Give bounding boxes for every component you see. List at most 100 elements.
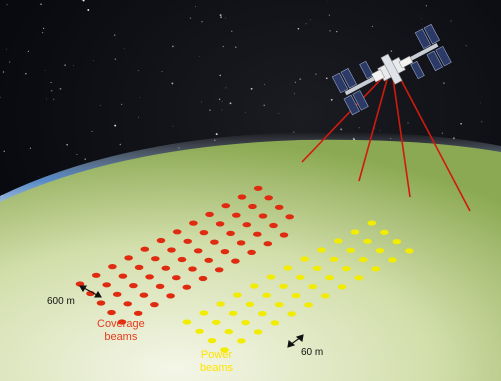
star — [235, 46, 237, 48]
star — [221, 109, 223, 111]
star — [0, 96, 1, 99]
star — [371, 25, 373, 27]
star — [38, 175, 40, 177]
star — [201, 21, 203, 23]
power-beam-spot — [241, 320, 250, 326]
coverage-beam-spot — [215, 221, 225, 227]
star — [315, 73, 317, 75]
coverage-label-line1: Coverage — [97, 318, 145, 330]
coverage-beam-spot — [188, 266, 197, 272]
coverage-beam-spot — [96, 300, 106, 306]
large-spacing-label: 600 m — [47, 296, 75, 307]
star — [73, 65, 75, 67]
coverage-beam-spot — [237, 194, 247, 200]
power-beams-label: Power beams — [200, 349, 233, 374]
coverage-beam-spot — [236, 240, 246, 246]
star — [294, 81, 296, 83]
coverage-beam-spot — [247, 249, 256, 255]
coverage-beam-spot — [177, 256, 187, 263]
star — [460, 122, 462, 125]
power-beam-spot — [350, 229, 360, 235]
power-label-line1: Power — [200, 349, 233, 361]
power-beam-spot — [228, 310, 238, 316]
coverage-beam-spot — [193, 248, 203, 254]
star — [450, 20, 452, 22]
power-beam-spot — [321, 293, 330, 299]
star — [336, 30, 338, 33]
coverage-beam-spot — [183, 238, 192, 244]
power-beam-spot — [337, 284, 347, 290]
coverage-beam-spot — [124, 255, 133, 261]
star — [53, 98, 55, 100]
power-beam-spot — [308, 284, 318, 290]
earth-surface — [0, 139, 501, 381]
star — [465, 45, 467, 47]
star — [161, 71, 163, 72]
star — [29, 147, 32, 149]
coverage-beam-spot — [172, 229, 182, 235]
star — [245, 111, 247, 113]
power-beam-spot — [212, 319, 221, 325]
power-beam-array — [182, 220, 414, 353]
power-beam-spot — [388, 257, 397, 263]
star — [229, 102, 232, 105]
coverage-beam-spot — [118, 273, 128, 279]
star — [120, 103, 123, 106]
star — [215, 133, 218, 136]
star — [329, 30, 331, 32]
power-beam-spot — [258, 311, 267, 317]
star — [443, 82, 445, 84]
power-beam-spot — [262, 292, 272, 298]
star — [113, 34, 116, 36]
star — [299, 78, 302, 80]
star — [222, 45, 224, 48]
star — [44, 70, 46, 71]
power-beam-spot — [325, 275, 334, 281]
star — [219, 14, 222, 17]
star — [225, 87, 227, 89]
star — [390, 50, 393, 52]
link-line-3 — [392, 77, 411, 198]
coverage-beam-spot — [242, 222, 252, 228]
power-beam-spot — [199, 310, 209, 316]
star — [76, 154, 78, 156]
power-beam-spot — [342, 266, 351, 272]
power-beam-spot — [216, 301, 225, 307]
coverage-beam-spot — [248, 203, 257, 210]
star — [340, 128, 343, 131]
coverage-beams-label: Coverage beams — [97, 318, 145, 343]
power-beam-spot — [380, 229, 389, 235]
power-beam-spot — [274, 302, 284, 308]
power-beam-spot — [195, 328, 204, 334]
star — [137, 69, 139, 72]
star — [189, 17, 192, 19]
star — [278, 113, 280, 114]
space-station-icon — [331, 23, 452, 116]
star — [27, 50, 30, 53]
star — [231, 30, 233, 32]
star — [225, 17, 226, 19]
coverage-beam-spot — [279, 232, 289, 238]
coverage-beam-spot — [264, 195, 274, 201]
coverage-beam-spot — [210, 239, 219, 245]
power-beam-spot — [367, 220, 377, 226]
star-field — [0, 0, 483, 197]
star — [448, 52, 450, 54]
power-beam-spot — [279, 283, 288, 289]
star — [138, 116, 139, 118]
small-spacing-label: 60 m — [301, 347, 324, 358]
star — [310, 19, 311, 21]
power-beam-spot — [283, 265, 293, 271]
star — [209, 109, 211, 111]
star — [425, 5, 428, 7]
coverage-beam-spot — [102, 282, 111, 288]
coverage-beam-spot — [252, 231, 262, 237]
star — [325, 77, 328, 80]
coverage-beam-spot — [139, 292, 149, 298]
power-beam-spot — [363, 238, 372, 244]
star — [8, 61, 11, 63]
power-label-line2: beams — [200, 361, 234, 374]
star — [481, 121, 483, 123]
coverage-beam-spot — [107, 309, 116, 316]
